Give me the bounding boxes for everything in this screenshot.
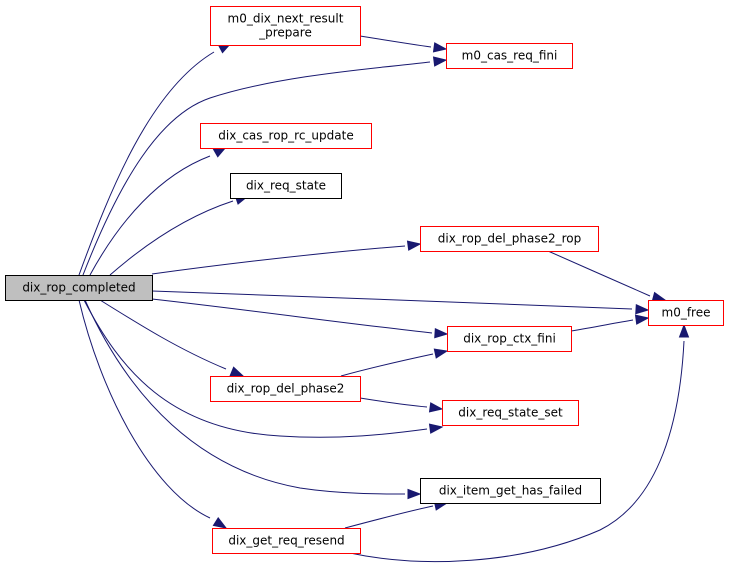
edge-line bbox=[359, 35, 432, 48]
node-label: m0_free bbox=[662, 306, 711, 320]
edge-dix_rop_completed-to-m0_free bbox=[151, 290, 650, 315]
edge-dix_rop_del_phase2-to-dix_req_state_set bbox=[359, 397, 444, 413]
edge-dix_rop_ctx_fini-to-m0_free bbox=[570, 314, 650, 332]
edge-line bbox=[547, 250, 651, 297]
node-box bbox=[447, 326, 572, 352]
edge-dix_rop_completed-to-dix_rop_ctx_fini bbox=[151, 298, 449, 339]
node-box bbox=[212, 528, 361, 554]
arrowhead-icon bbox=[635, 304, 650, 315]
edge-line bbox=[78, 51, 215, 276]
edge-dix_rop_completed-to-dix_req_state_set bbox=[83, 299, 444, 438]
edge-line bbox=[151, 298, 433, 334]
node-label: m0_cas_req_fini bbox=[462, 49, 558, 63]
edge-line bbox=[151, 245, 406, 275]
edge-line bbox=[78, 299, 211, 519]
node-dix-rop-del-phase2-rop[interactable]: dix_rop_del_phase2_rop bbox=[420, 226, 599, 252]
node-box bbox=[210, 376, 361, 402]
node-dix-item-get-has-failed[interactable]: dix_item_get_has_failed bbox=[420, 478, 601, 504]
node-box bbox=[442, 400, 579, 426]
arrowhead-icon bbox=[432, 56, 448, 67]
edge-line bbox=[151, 290, 633, 310]
node-dix-rop-ctx-fini[interactable]: dix_rop_ctx_fini bbox=[447, 326, 572, 352]
edge-dix_rop_completed-to-dix_rop_del_phase2_rop bbox=[151, 240, 422, 275]
node-m0-free[interactable]: m0_free bbox=[648, 300, 724, 326]
edge-dix_rop_completed-to-dix_item_get_has_failed bbox=[84, 299, 422, 500]
edge-line bbox=[340, 353, 434, 377]
edge-dix_rop_completed-to-dix_req_state bbox=[109, 194, 250, 276]
node-box bbox=[420, 226, 599, 252]
node-label: dix_cas_rop_rc_update bbox=[218, 129, 353, 143]
node-label: dix_req_state_set bbox=[458, 406, 563, 420]
node-label: dix_rop_del_phase2_rop bbox=[438, 232, 582, 246]
node-box bbox=[230, 173, 342, 199]
node-dix-cas-rop-rc-update[interactable]: dix_cas_rop_rc_update bbox=[200, 123, 372, 149]
edge-dix_rop_completed-to-m0_cas_req_fini bbox=[82, 56, 448, 276]
arrowhead-icon bbox=[634, 314, 650, 325]
node-box bbox=[200, 123, 372, 149]
edge-line bbox=[344, 505, 434, 529]
edge-line bbox=[359, 397, 428, 408]
edge-dix_get_req_resend-to-dix_item_get_has_failed bbox=[344, 500, 449, 529]
edge-dix_get_req_resend-to-m0_free bbox=[349, 323, 690, 563]
arrowhead-icon bbox=[678, 323, 690, 338]
nodes-layer: dix_rop_completed m0_dix_next_result_prep… bbox=[5, 6, 724, 554]
node-dix-rop-completed[interactable]: dix_rop_completed bbox=[5, 275, 153, 301]
node-box bbox=[5, 275, 153, 301]
node-label: dix_rop_ctx_fini bbox=[463, 332, 556, 346]
edge-line bbox=[109, 200, 234, 276]
arrowhead-icon bbox=[212, 516, 228, 529]
node-label: dix_rop_completed bbox=[22, 281, 135, 295]
node-m0-dix-next-result-prepare[interactable]: m0_dix_next_result_prepare bbox=[210, 6, 361, 46]
edge-dix_rop_completed-to-dix_get_req_resend bbox=[78, 299, 228, 529]
arrowhead-icon bbox=[407, 488, 422, 500]
node-label: dix_req_state bbox=[246, 179, 326, 193]
node-label: dix_item_get_has_failed bbox=[439, 484, 582, 498]
arrowhead-icon bbox=[433, 348, 449, 359]
node-box bbox=[648, 300, 724, 326]
arrowhead-icon bbox=[432, 42, 448, 53]
edge-dix_rop_completed-to-dix_cas_rop_rc_update bbox=[89, 146, 228, 276]
node-dix-req-state[interactable]: dix_req_state bbox=[230, 173, 342, 199]
edge-line bbox=[84, 299, 406, 495]
edge-dix_rop_del_phase2-to-dix_rop_ctx_fini bbox=[340, 348, 449, 377]
edge-line bbox=[83, 299, 428, 438]
arrowhead-icon bbox=[651, 291, 667, 302]
node-box bbox=[420, 478, 601, 504]
edge-line bbox=[89, 155, 211, 276]
node-box bbox=[210, 6, 361, 46]
node-label: m0_dix_next_result bbox=[228, 12, 344, 26]
node-m0-cas-req-fini[interactable]: m0_cas_req_fini bbox=[446, 43, 573, 69]
edge-line bbox=[99, 299, 227, 370]
node-label: _prepare bbox=[258, 26, 312, 40]
arrowhead-icon bbox=[428, 423, 444, 434]
node-dix-get-req-resend[interactable]: dix_get_req_resend bbox=[212, 528, 361, 554]
arrowhead-icon bbox=[406, 240, 422, 251]
edge-dix_rop_completed-to-dix_rop_del_phase2 bbox=[99, 299, 245, 377]
node-label: dix_get_req_resend bbox=[228, 534, 344, 548]
arrowhead-icon bbox=[229, 366, 245, 377]
node-dix-rop-del-phase2[interactable]: dix_rop_del_phase2 bbox=[210, 376, 361, 402]
arrowhead-icon bbox=[428, 402, 444, 413]
node-dix-req-state-set[interactable]: dix_req_state_set bbox=[442, 400, 579, 426]
edge-line bbox=[82, 61, 431, 276]
edge-m0_dix_next_result_prepare-to-m0_cas_req_fini bbox=[359, 35, 448, 53]
arrowhead-icon bbox=[434, 327, 449, 339]
edge-line bbox=[349, 340, 685, 563]
node-box bbox=[446, 43, 573, 69]
edge-line bbox=[570, 319, 634, 332]
node-label: dix_rop_del_phase2 bbox=[227, 382, 345, 396]
edge-dix_rop_del_phase2_rop-to-m0_free bbox=[547, 250, 667, 302]
